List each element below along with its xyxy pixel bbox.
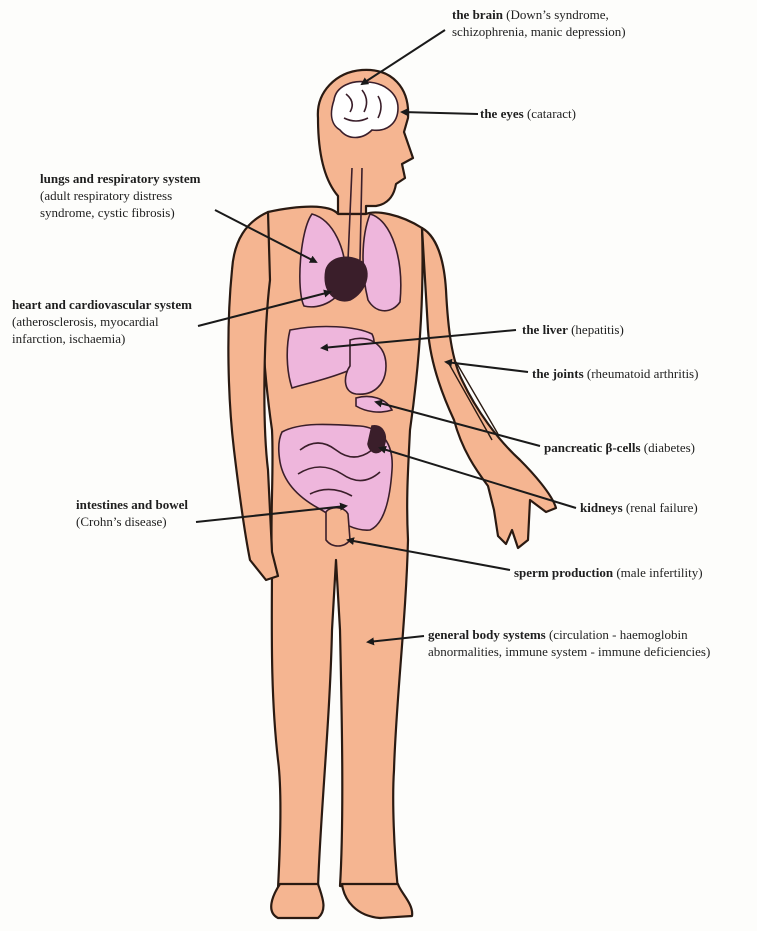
label-joints-title: the joints (532, 366, 584, 381)
label-brain-title: the brain (452, 7, 503, 22)
label-eyes: the eyes (cataract) (480, 105, 576, 122)
label-general-detail2: abnormalities, immune system - immune de… (428, 644, 710, 659)
label-sperm: sperm production (male infertility) (514, 564, 703, 581)
body-silhouette (228, 70, 556, 918)
label-heart-title: heart and cardiovascular system (12, 297, 192, 312)
label-lungs-title: lungs and respiratory system (40, 171, 200, 186)
label-joints: the joints (rheumatoid arthritis) (532, 365, 698, 382)
label-general-detail: (circulation - haemoglobin (549, 627, 688, 642)
label-general: general body systems (circulation - haem… (428, 626, 753, 660)
label-liver-detail: (hepatitis) (571, 322, 624, 337)
label-heart-detail2: infarction, ischaemia) (12, 331, 125, 346)
label-brain-detail: (Down’s syndrome, (506, 7, 609, 22)
label-liver: the liver (hepatitis) (522, 321, 624, 338)
label-heart-detail: (atherosclerosis, myocardial (12, 314, 159, 329)
label-eyes-title: the eyes (480, 106, 524, 121)
label-kidneys-detail: (renal failure) (626, 500, 698, 515)
label-eyes-detail: (cataract) (527, 106, 576, 121)
label-general-title: general body systems (428, 627, 546, 642)
label-kidneys-title: kidneys (580, 500, 623, 515)
label-joints-detail: (rheumatoid arthritis) (587, 366, 699, 381)
label-intestines-title: intestines and bowel (76, 497, 188, 512)
label-intestines-detail: (Crohn’s disease) (76, 514, 167, 529)
label-lungs-detail2: syndrome, cystic fibrosis) (40, 205, 175, 220)
label-heart: heart and cardiovascular system (atheros… (12, 296, 282, 347)
label-liver-title: the liver (522, 322, 568, 337)
label-brain: the brain (Down’s syndrome, schizophreni… (452, 6, 692, 40)
stomach-shape (345, 338, 386, 394)
label-pancreas-detail: (diabetes) (644, 440, 695, 455)
label-lungs: lungs and respiratory system (adult resp… (40, 170, 260, 221)
label-sperm-title: sperm production (514, 565, 613, 580)
label-sperm-detail: (male infertility) (616, 565, 702, 580)
label-brain-detail2: schizophrenia, manic depression) (452, 24, 626, 39)
label-lungs-detail: (adult respiratory distress (40, 188, 172, 203)
label-kidneys: kidneys (renal failure) (580, 499, 698, 516)
label-intestines: intestines and bowel (Crohn’s disease) (76, 496, 276, 530)
label-pancreas: pancreatic β-cells (diabetes) (544, 439, 695, 456)
label-pancreas-title: pancreatic β-cells (544, 440, 641, 455)
